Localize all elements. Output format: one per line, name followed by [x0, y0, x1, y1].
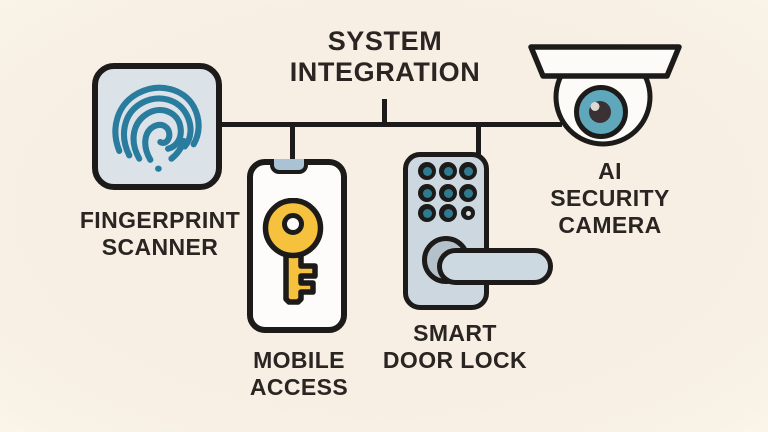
keypad-dot [418, 162, 436, 180]
keypad-dot-core [443, 208, 453, 218]
fingerprint-scanner-panel [92, 63, 222, 190]
fingerprint-scanner-label: FINGERPRINT SCANNER [80, 207, 240, 261]
keypad-dot [418, 204, 436, 222]
connector-title-drop [382, 99, 387, 124]
keypad-dot-core [465, 210, 471, 216]
mobile-key-icon [262, 198, 324, 305]
keypad-dot-core [463, 166, 473, 176]
mobile-label-line-2: ACCESS [249, 374, 349, 400]
lock-label-line-1: SMART [413, 320, 497, 346]
title-line-2: INTEGRATION [289, 57, 481, 87]
connector-lock-drop [476, 122, 481, 155]
fingerprint-icon [112, 84, 202, 172]
keypad-dot-core [443, 166, 453, 176]
fingerprint-label-line-1: FINGERPRINT [79, 207, 241, 233]
phone-notch [270, 159, 308, 174]
lock-label-line-2: DOOR LOCK [382, 347, 528, 373]
door-lock-handle [437, 248, 553, 285]
camera-label-line-1: AI [598, 158, 622, 184]
camera-label-line-2: SECURITY [550, 185, 670, 211]
connector-main-line [221, 122, 562, 127]
keypad-dot [459, 162, 477, 180]
fingerprint-label-line-2: SCANNER [101, 234, 219, 260]
mobile-access-label: MOBILE ACCESS [250, 347, 348, 401]
keypad-dot-core [422, 208, 432, 218]
keypad-dot-core [422, 166, 432, 176]
keypad-dot [439, 184, 457, 202]
connector-phone-drop [290, 122, 295, 162]
keypad-dot [418, 184, 436, 202]
keypad-dot [439, 162, 457, 180]
keypad-dot-indicator [461, 206, 475, 220]
keypad-dot-core [443, 188, 453, 198]
camera-label-line-3: CAMERA [558, 212, 662, 238]
keypad-dot [439, 204, 457, 222]
mobile-label-line-1: MOBILE [253, 347, 345, 373]
title-line-1: SYSTEM [327, 26, 443, 56]
keypad-dot-core [422, 188, 432, 198]
smart-door-lock-label: SMART DOOR LOCK [383, 320, 527, 374]
keypad-dot [459, 184, 477, 202]
dome-camera-icon [528, 44, 682, 147]
camera-lens-highlight [590, 102, 600, 111]
ai-security-camera-label: AI SECURITY CAMERA [550, 158, 670, 239]
keypad-dot-core [463, 188, 473, 198]
mobile-phone [247, 159, 347, 333]
smart-lock-keypad-icon [403, 152, 489, 310]
diagram-title: SYSTEM INTEGRATION [290, 26, 481, 88]
